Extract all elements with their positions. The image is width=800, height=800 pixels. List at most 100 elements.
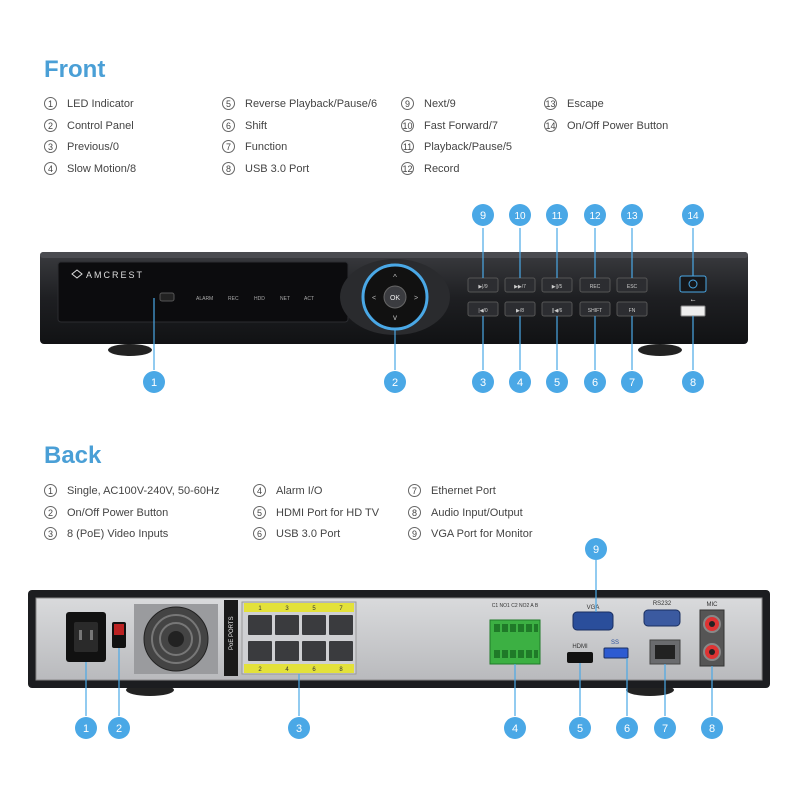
- hdmi-port[interactable]: HDMI: [567, 644, 593, 663]
- svg-text:5: 5: [554, 377, 560, 389]
- record-button[interactable]: REC: [579, 277, 611, 293]
- cooling-fan: [134, 604, 218, 674]
- reverse-playback-button[interactable]: ||◀/6: [541, 301, 573, 317]
- svg-text:▶/8: ▶/8: [516, 308, 524, 314]
- front-callouts: 1 2 3 4 5 6 7 8 9 10 11 12 13 14: [143, 204, 704, 393]
- rs232-port[interactable]: RS232: [643, 601, 681, 627]
- front-title: Front: [44, 56, 106, 83]
- ok-label: OK: [390, 295, 400, 302]
- callout-badge: 10: [509, 204, 531, 226]
- poe-port-number: 3: [285, 606, 289, 612]
- indicator-label: NET: [280, 296, 290, 302]
- svg-text:▶|/9: ▶|/9: [478, 284, 488, 290]
- back-callouts: 1 2 3 4 5 6 7 8 9: [75, 538, 723, 739]
- slow-motion-button[interactable]: ▶/8: [504, 301, 536, 317]
- svg-text:7: 7: [629, 377, 635, 389]
- indicator-label: ALARM: [196, 296, 213, 302]
- poe-port-number: 5: [312, 606, 316, 612]
- callout-badge: 13: [621, 204, 643, 226]
- poe-port-number: 2: [258, 667, 262, 673]
- callout-badge: 3: [288, 717, 310, 739]
- function-button[interactable]: FN: [616, 301, 648, 317]
- control-panel[interactable]: OK ^ v < >: [340, 259, 450, 335]
- hdmi-label: HDMI: [572, 644, 588, 650]
- power-button[interactable]: [679, 275, 707, 293]
- callout-badge: 6: [616, 717, 638, 739]
- svg-text:3: 3: [296, 723, 302, 735]
- audio-ports[interactable]: MIC: [699, 602, 725, 667]
- escape-button[interactable]: ESC: [616, 277, 648, 293]
- power-socket[interactable]: [66, 612, 106, 662]
- poe-port-number: 8: [339, 667, 343, 673]
- poe-ports[interactable]: PoE PORTS 1 3 5 7 2 4 6 8: [224, 600, 357, 676]
- callout-badge: 9: [585, 538, 607, 560]
- ethernet-port[interactable]: [649, 639, 681, 665]
- callout-badge: 3: [472, 371, 494, 393]
- poe-label: PoE PORTS: [229, 616, 235, 650]
- indicator-label: REC: [228, 296, 239, 302]
- back-title: Back: [44, 442, 102, 469]
- shift-button[interactable]: SHIFT: [579, 301, 611, 317]
- fast-forward-button[interactable]: ▶▶/7: [504, 277, 536, 293]
- vga-label: VGA: [587, 605, 600, 611]
- svg-text:▶||/5: ▶||/5: [552, 284, 563, 290]
- previous-button[interactable]: |◀/0: [467, 301, 499, 317]
- vga-port[interactable]: VGA: [572, 605, 614, 631]
- callout-badge: 14: [682, 204, 704, 226]
- svg-text:10: 10: [514, 211, 526, 222]
- back-usb-port[interactable]: SS: [603, 640, 629, 659]
- power-switch[interactable]: [112, 622, 126, 648]
- indicator-label: HDD: [254, 296, 265, 302]
- callout-badge: 9: [472, 204, 494, 226]
- callout-badge: 5: [569, 717, 591, 739]
- svg-text:12: 12: [589, 211, 601, 222]
- front-callout-lines: [153, 228, 694, 370]
- poe-port-number: 7: [339, 606, 343, 612]
- svg-text:1: 1: [151, 377, 157, 389]
- svg-text:5: 5: [577, 723, 583, 735]
- svg-text:9: 9: [480, 210, 486, 222]
- poe-port-number: 4: [285, 667, 289, 673]
- next-button[interactable]: ▶|/9: [467, 277, 499, 293]
- callout-badge: 1: [143, 371, 165, 393]
- svg-text:4: 4: [517, 377, 523, 389]
- mic-label: MIC: [707, 602, 719, 608]
- svg-text:3: 3: [480, 377, 486, 389]
- callout-badge: 4: [509, 371, 531, 393]
- svg-text:FN: FN: [629, 308, 636, 314]
- callout-badge: 8: [682, 371, 704, 393]
- svg-text:REC: REC: [590, 284, 601, 290]
- led-indicator: ALARM REC HDD NET ACT: [159, 292, 314, 302]
- svg-text:6: 6: [592, 377, 598, 389]
- callout-badge: 5: [546, 371, 568, 393]
- svg-text:2: 2: [392, 377, 398, 389]
- front-buttons[interactable]: ▶|/9 ▶▶/7 ▶||/5 REC ESC |◀/0 ▶/8 ||◀/6 S…: [467, 277, 648, 317]
- callout-badge: 7: [621, 371, 643, 393]
- svg-text:9: 9: [593, 544, 599, 556]
- svg-text:7: 7: [662, 723, 668, 735]
- playback-button[interactable]: ▶||/5: [541, 277, 573, 293]
- alarm-label: C1 NO1 C2 NO2 A B: [492, 603, 539, 609]
